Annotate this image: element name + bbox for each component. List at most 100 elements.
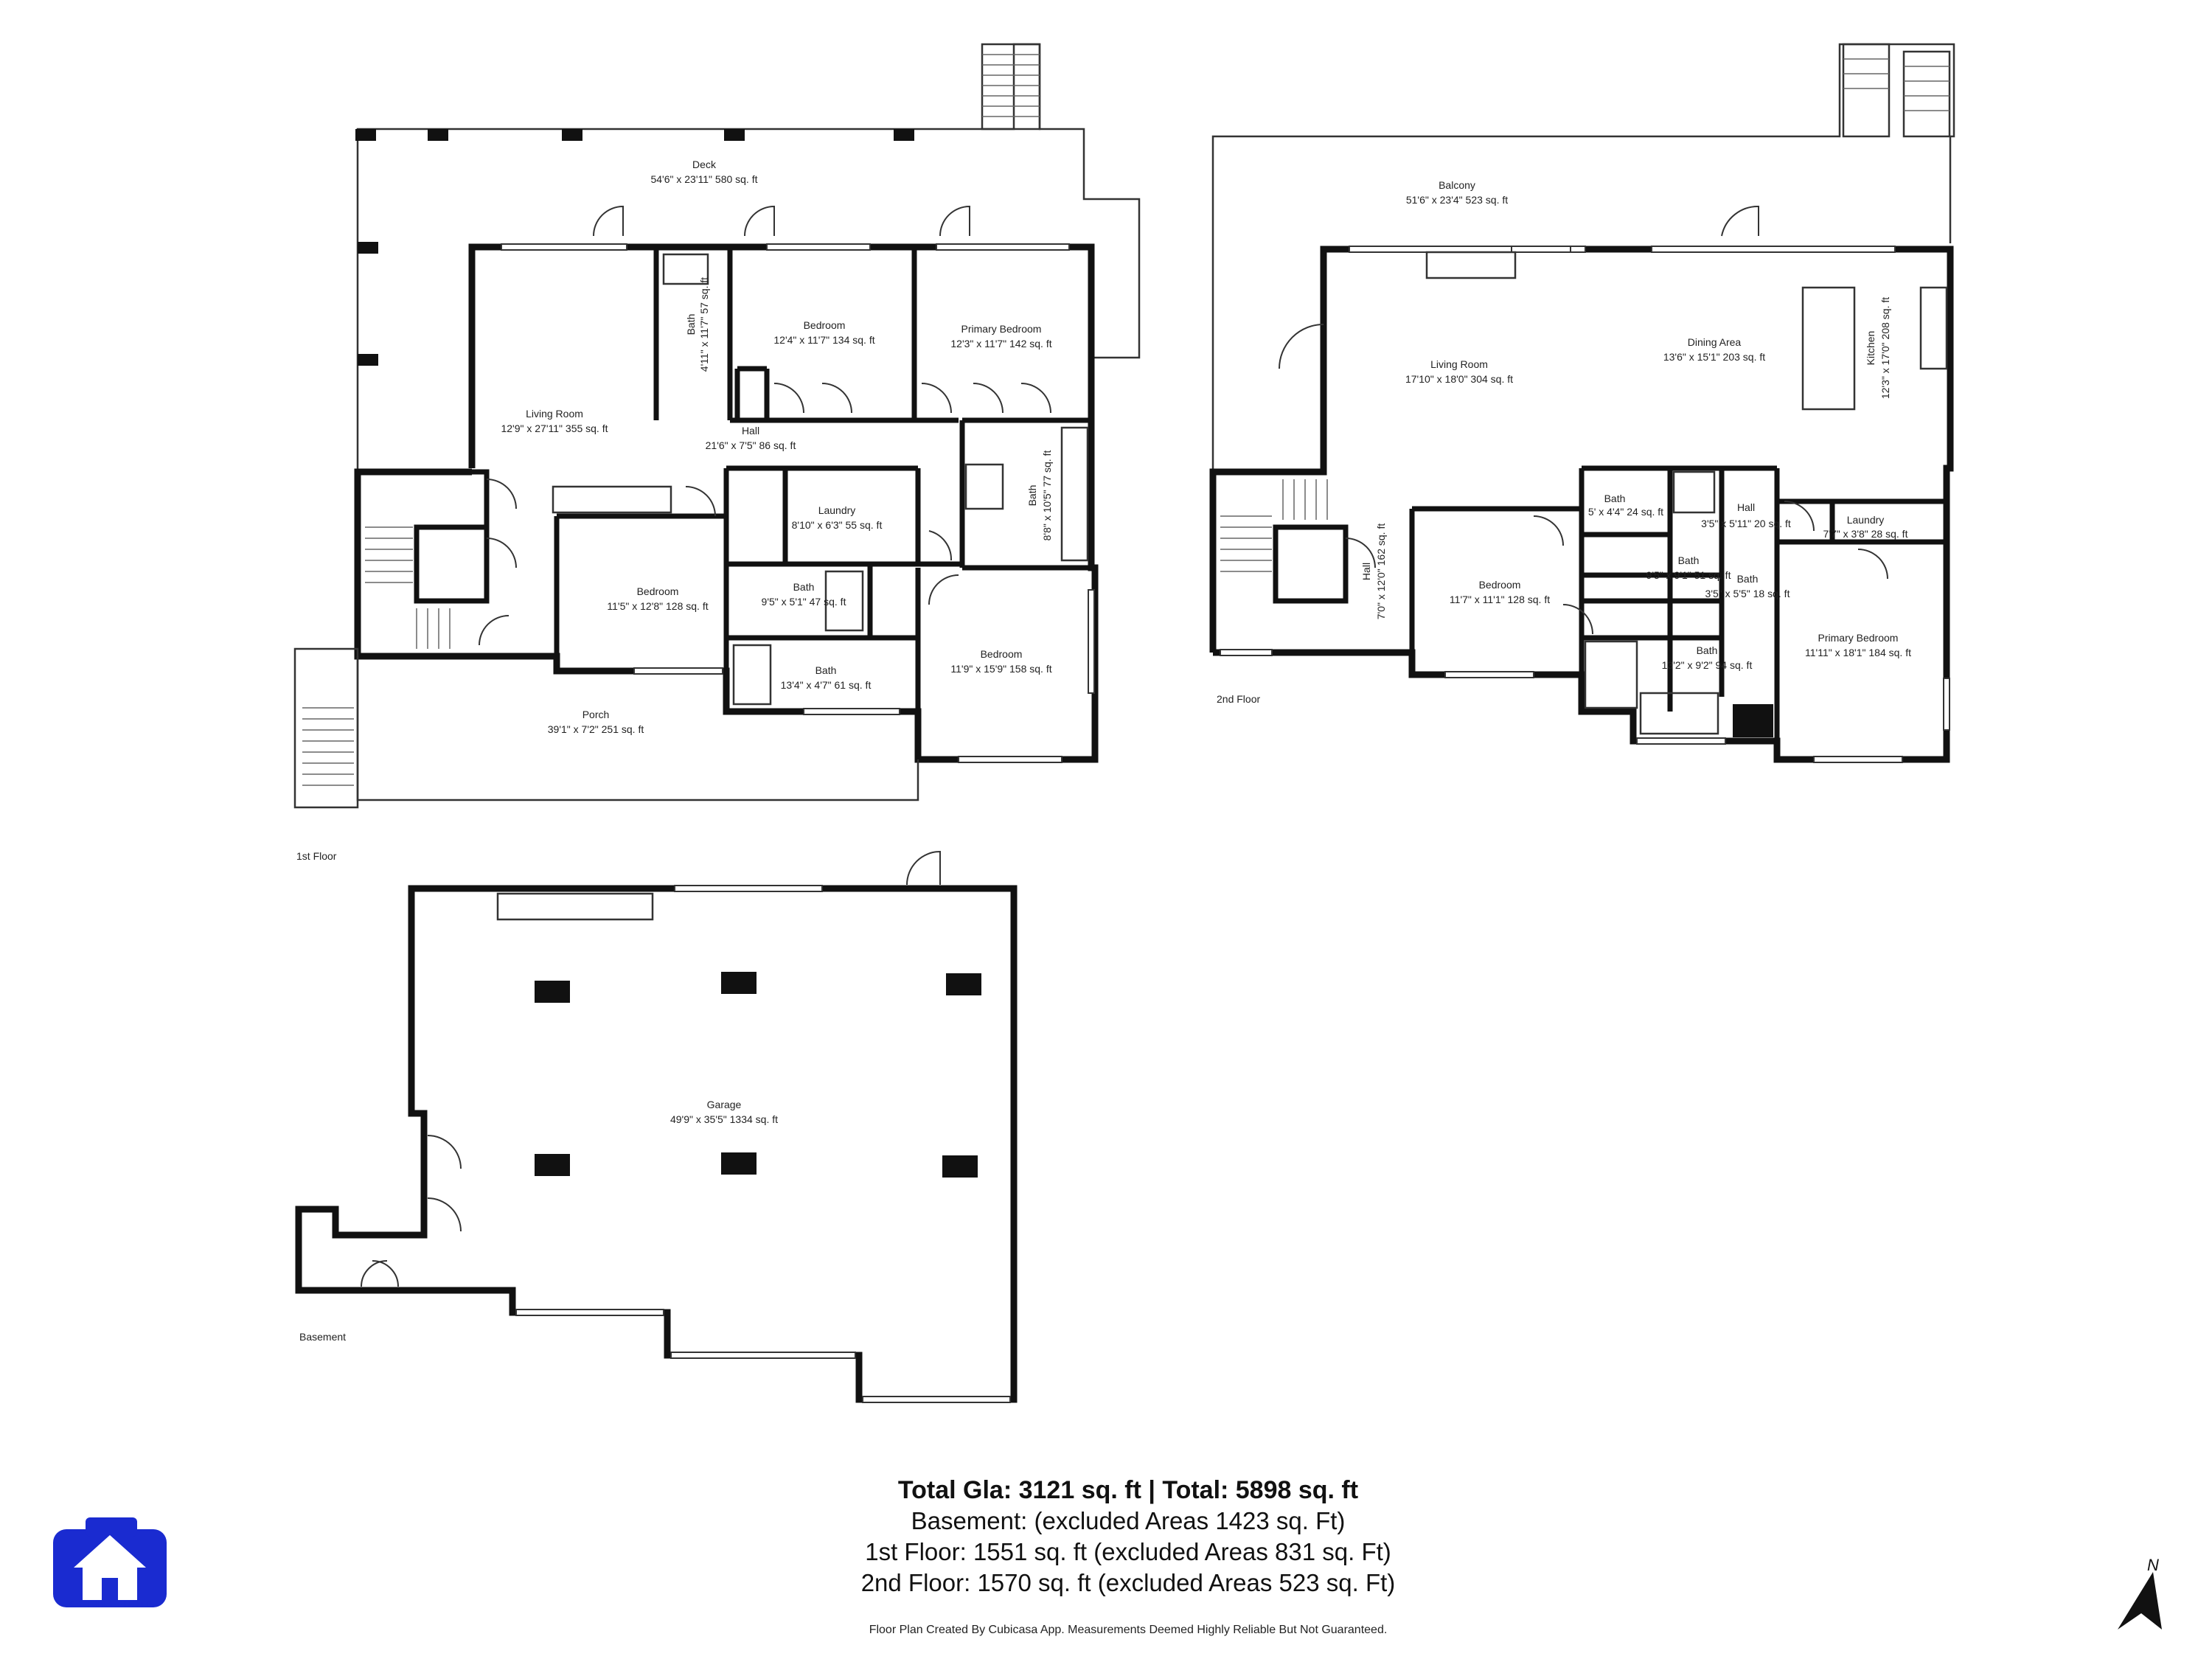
room-dims-bath: 4'11" x 11'7" 57 sq. ft bbox=[698, 277, 710, 372]
balcony-stairs bbox=[1902, 50, 1951, 138]
garage-door bbox=[670, 1352, 856, 1359]
deck-post bbox=[894, 129, 914, 141]
stair-core bbox=[1273, 524, 1349, 604]
room-dims-bath-4: 13'4" x 4'7" 61 sq. ft bbox=[781, 679, 872, 691]
room-name-hall: Hall bbox=[1737, 501, 1755, 513]
garage-door bbox=[674, 885, 823, 892]
workbench bbox=[496, 892, 654, 921]
room-name-primary-bedroom: Primary Bedroom bbox=[961, 323, 1042, 335]
room-name-bath: Bath bbox=[685, 314, 697, 335]
garage-door bbox=[515, 1309, 664, 1316]
deck-post bbox=[358, 354, 378, 366]
room-dims-bath-2: 9'5" x 9'1" 51 sq. ft bbox=[1646, 569, 1731, 581]
shower bbox=[1584, 640, 1638, 709]
second-floor-plan: Balcony 51'6" x 23'4" 523 sq. ft Living … bbox=[1209, 43, 1955, 763]
room-dims-hall-2: 7'0" x 12'0" 162 sq. ft bbox=[1375, 524, 1387, 620]
room-dims-deck: 54'6" x 23'11" 580 sq. ft bbox=[650, 173, 757, 185]
room-dims-hall: 3'5" x 5'11" 20 sq. ft bbox=[1701, 518, 1791, 529]
room-name-dining-area: Dining Area bbox=[1688, 336, 1742, 348]
garage-column bbox=[535, 981, 570, 1003]
room-dims-kitchen: 12'3" x 17'0" 208 sq. ft bbox=[1879, 297, 1891, 399]
room-name-bath-2: Bath bbox=[1026, 485, 1038, 507]
fireplace bbox=[1425, 251, 1517, 279]
room-name-bedroom: Bedroom bbox=[1479, 579, 1521, 591]
shower bbox=[662, 253, 709, 285]
room-name-bedroom-2: Bedroom bbox=[637, 585, 679, 597]
deck-post bbox=[562, 129, 582, 141]
shower bbox=[732, 644, 772, 706]
deck-stairs bbox=[981, 43, 1041, 131]
balcony-stairs bbox=[1842, 43, 1891, 138]
logo-text: KAHUNA PHOTO bbox=[67, 1599, 154, 1610]
room-dims-primary-bedroom: 11'11" x 18'1" 184 sq. ft bbox=[1805, 647, 1911, 658]
shower bbox=[964, 463, 1004, 510]
room-dims-dining-area: 13'6" x 15'1" 203 sq. ft bbox=[1663, 351, 1765, 363]
total-headline: Total Gla: 3121 sq. ft | Total: 5898 sq.… bbox=[897, 1476, 1359, 1504]
room-name-porch: Porch bbox=[582, 709, 610, 720]
room-name-bath-4: Bath bbox=[1697, 644, 1718, 656]
deck-post bbox=[355, 129, 376, 141]
vanity bbox=[552, 485, 672, 514]
area-totals: Total Gla: 3121 sq. ft | Total: 5898 sq.… bbox=[664, 1475, 1593, 1599]
closet-block bbox=[1733, 704, 1773, 737]
total-second-floor: 2nd Floor: 1570 sq. ft (excluded Areas 5… bbox=[860, 1569, 1396, 1596]
interior-stairs bbox=[365, 526, 451, 649]
room-name-bath-4: Bath bbox=[815, 664, 837, 676]
room-dims-living-room: 12'9" x 27'11" 355 sq. ft bbox=[501, 422, 608, 434]
floor-label-first: 1st Floor bbox=[296, 850, 337, 862]
room-name-kitchen: Kitchen bbox=[1865, 331, 1877, 366]
room-name-laundry: Laundry bbox=[1847, 514, 1885, 526]
garage-door bbox=[862, 1396, 1011, 1403]
room-dims-bedroom-2: 11'5" x 12'8" 128 sq. ft bbox=[607, 600, 708, 612]
basement-walls bbox=[295, 885, 1018, 1403]
room-dims-living-room: 17'10" x 18'0" 304 sq. ft bbox=[1405, 373, 1513, 385]
room-name-laundry: Laundry bbox=[818, 504, 856, 516]
garage-column bbox=[721, 1152, 757, 1175]
room-name-balcony: Balcony bbox=[1439, 179, 1475, 191]
room-dims-bedroom-3: 11'9" x 15'9" 158 sq. ft bbox=[950, 663, 1051, 675]
first-floor-plan: Deck 54'6" x 23'11" 580 sq. ft Bath 4'11… bbox=[293, 43, 1141, 862]
garage-column bbox=[946, 973, 981, 995]
room-name-primary-bedroom: Primary Bedroom bbox=[1818, 632, 1899, 644]
room-dims-garage: 49'9" x 35'5" 1334 sq. ft bbox=[670, 1113, 778, 1125]
tub bbox=[824, 570, 864, 632]
room-dims-primary-bedroom: 12'3" x 11'7" 142 sq. ft bbox=[950, 338, 1051, 349]
shower bbox=[1672, 470, 1716, 514]
north-arrow-icon bbox=[2109, 1556, 2168, 1637]
room-name-bath-3: Bath bbox=[793, 581, 815, 593]
north-label: N bbox=[2147, 1556, 2159, 1574]
kitchen-counter bbox=[1919, 286, 1948, 370]
room-dims-bedroom: 12'4" x 11'7" 134 sq. ft bbox=[773, 334, 874, 346]
room-name-deck: Deck bbox=[692, 159, 717, 170]
basement-plan: Garage 49'9" x 35'5" 1334 sq. ft Basemen… bbox=[295, 850, 1018, 1403]
floor-label-basement: Basement bbox=[299, 1331, 346, 1343]
deck-post bbox=[724, 129, 745, 141]
room-name-bath-2: Bath bbox=[1678, 554, 1700, 566]
stair-core bbox=[414, 524, 490, 604]
room-dims-bath-3: 3'5" x 5'5" 18 sq. ft bbox=[1705, 588, 1790, 599]
deck-post bbox=[358, 242, 378, 254]
room-dims-balcony: 51'6" x 23'4" 523 sq. ft bbox=[1406, 194, 1508, 206]
room-name-bedroom: Bedroom bbox=[804, 319, 846, 331]
room-dims-laundry: 7'7" x 3'8" 28 sq. ft bbox=[1823, 528, 1908, 540]
balcony-outline bbox=[1211, 43, 1955, 472]
porch-stairs bbox=[293, 647, 359, 809]
garage-column bbox=[535, 1154, 570, 1176]
room-dims-bath-4: 13'2" x 9'2" 94 sq. ft bbox=[1662, 659, 1753, 671]
room-name-hall: Hall bbox=[742, 425, 759, 437]
room-dims-bath-3: 9'5" x 5'1" 47 sq. ft bbox=[762, 596, 846, 608]
room-dims-bedroom: 11'7" x 11'1" 128 sq. ft bbox=[1450, 594, 1550, 605]
deck-post bbox=[428, 129, 448, 141]
bathtub bbox=[1639, 692, 1719, 735]
total-first-floor: 1st Floor: 1551 sq. ft (excluded Areas 8… bbox=[865, 1538, 1391, 1565]
camera-house-icon bbox=[50, 1513, 170, 1610]
garage-column bbox=[721, 972, 757, 994]
kitchen-island bbox=[1801, 286, 1856, 411]
room-name-living-room: Living Room bbox=[526, 408, 583, 420]
room-name-bath: Bath bbox=[1604, 493, 1626, 504]
room-dims-bath: 5' x 4'4" 24 sq. ft bbox=[1588, 506, 1663, 518]
total-basement: Basement: (excluded Areas 1423 sq. Ft) bbox=[911, 1507, 1346, 1534]
room-dims-laundry: 8'10" x 6'3" 55 sq. ft bbox=[792, 519, 883, 531]
room-dims-hall: 21'6" x 7'5" 86 sq. ft bbox=[706, 439, 796, 451]
